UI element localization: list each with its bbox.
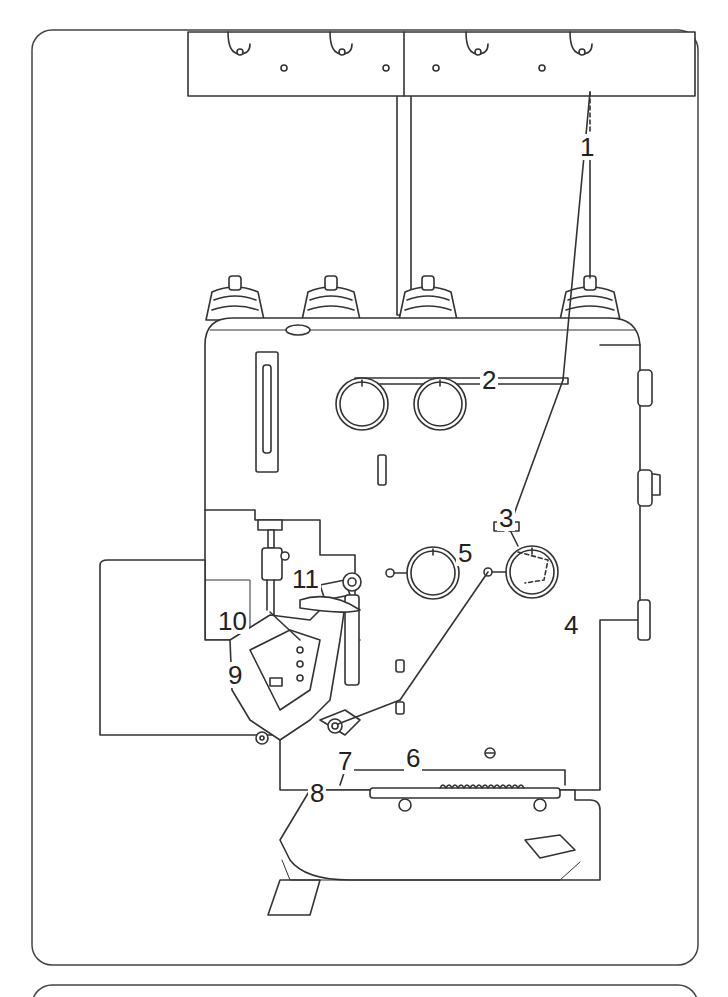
callout-number: 4 <box>562 612 580 638</box>
callout-number: 8 <box>308 780 326 806</box>
callout-number: 2 <box>480 367 498 393</box>
callout-number: 7 <box>336 748 354 774</box>
callout-number: 5 <box>456 540 474 566</box>
callout-number: 1 <box>578 134 596 160</box>
callout-number: 10 <box>216 608 249 634</box>
callout-number: 3 <box>497 505 515 531</box>
callout-number: 11 <box>290 566 321 592</box>
callout-number: 6 <box>404 745 422 771</box>
callout-number: 9 <box>226 662 244 688</box>
